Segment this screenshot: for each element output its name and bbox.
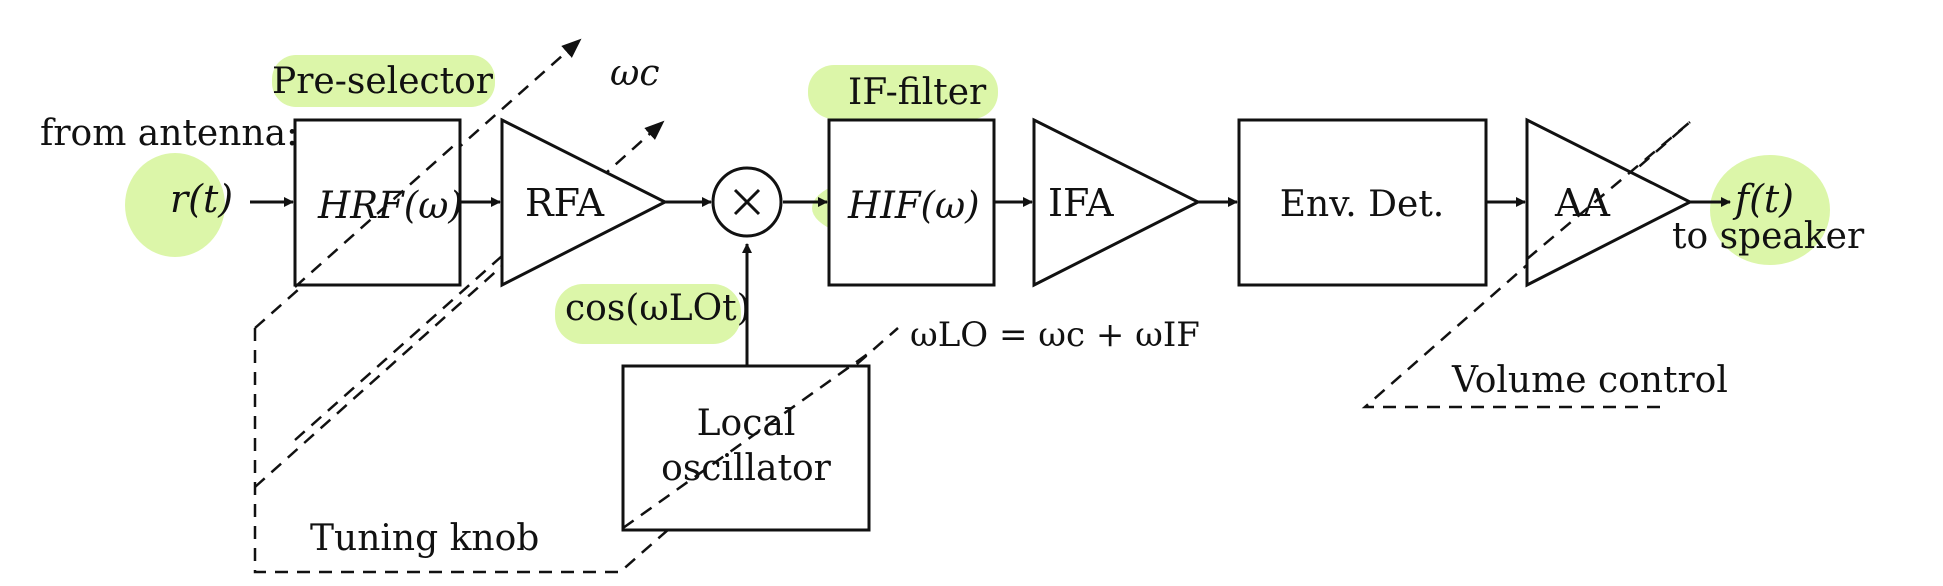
mixer-cross: [733, 188, 761, 216]
aa-amplifier: [1525, 117, 1694, 288]
local-oscillator-line-1: Local: [697, 403, 796, 444]
ifa-label: IFA: [1048, 181, 1114, 225]
rf-filter-block: [293, 118, 462, 287]
env-det-label: Env. Det.: [1280, 184, 1445, 225]
omega-c-label: ωc: [610, 53, 660, 94]
tuning-knob-label: Tuning knob: [310, 518, 539, 559]
if-filter-caption: IF-filter: [848, 72, 987, 113]
knob-passthrough: [294, 121, 1691, 530]
input-signal-label: r(t): [170, 177, 233, 221]
local-oscillator-block: [621, 364, 871, 532]
signal-wires: [250, 197, 1731, 366]
aa-label: AA: [1554, 181, 1610, 225]
to-speaker-label: to speaker: [1672, 216, 1865, 257]
if-filter-label: HIF(ω): [847, 184, 980, 227]
block-shapes: [293, 117, 1694, 532]
rf-filter-label: HRF(ω): [317, 184, 463, 227]
rfa-label: RFA: [525, 181, 605, 225]
envelope-detector-block: [1237, 118, 1488, 287]
ifa-amplifier: [1032, 117, 1202, 288]
rfa-amplifier: [500, 117, 669, 288]
preselector-caption: Pre-selector: [272, 61, 494, 102]
lo-equation-label: ωLO = ωc + ωIF: [910, 315, 1200, 355]
local-oscillator-line-2: oscillator: [661, 448, 831, 489]
from-antenna-label: from antenna:: [40, 113, 298, 154]
if-filter-block: [827, 118, 996, 287]
lo-signal-label: cos(ωLOt): [565, 288, 751, 329]
output-signal-label: f(t): [1732, 177, 1794, 221]
volume-control-label: Volume control: [1451, 360, 1728, 401]
